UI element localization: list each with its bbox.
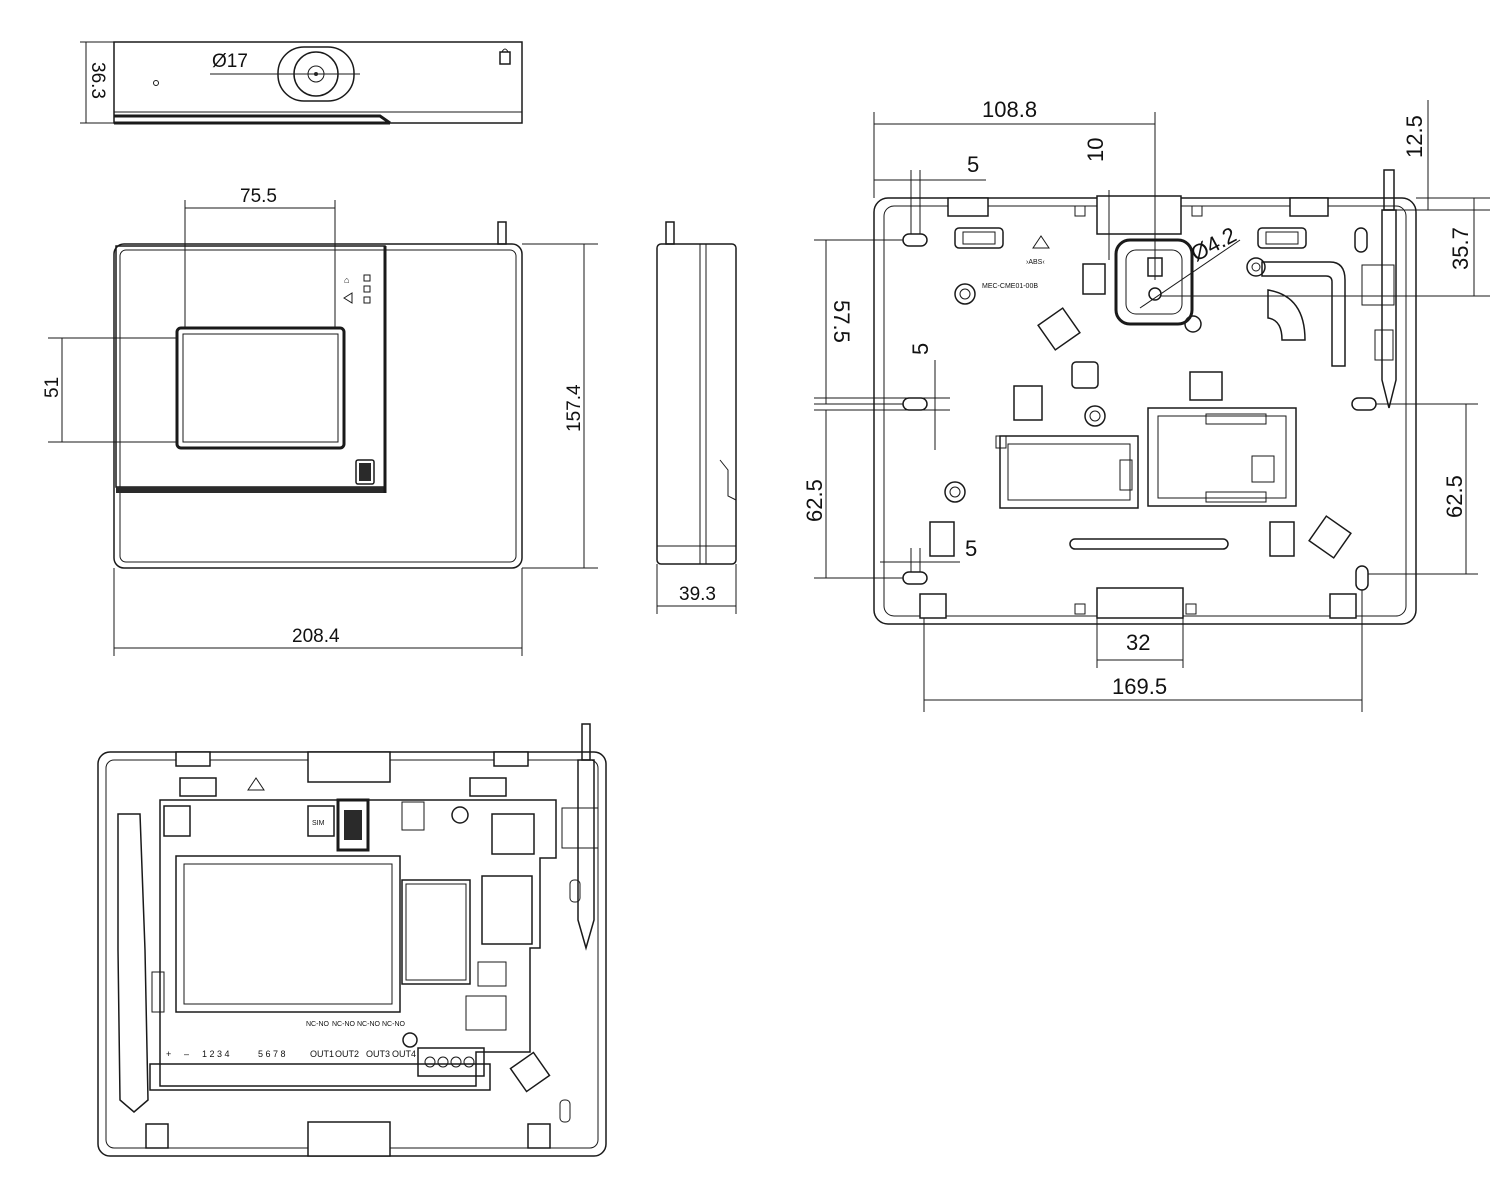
back-169-5-label: 169.5 xyxy=(1112,674,1167,699)
front-screen xyxy=(175,326,346,450)
back-10-label: 10 xyxy=(1083,138,1108,162)
interior-ncno-1: NC-NO xyxy=(306,1021,329,1028)
side-depth-label: 39.3 xyxy=(679,584,716,605)
top-view-outline xyxy=(113,41,523,124)
interior-ncno-4: NC-NO xyxy=(382,1021,405,1028)
interior-pcb xyxy=(159,799,557,1087)
interior-terminal-block xyxy=(149,1063,491,1091)
interior-view: SIM NC-NO NC-NO NC-NO NC-NO + – 1 2 3 4 … xyxy=(97,723,607,1157)
top-view: Ø17 36.3 xyxy=(80,41,523,125)
svg-text:⌂: ⌂ xyxy=(344,275,349,285)
back-62-5-left-label: 62.5 xyxy=(802,479,827,522)
interior-terminal-minus: – xyxy=(184,1049,189,1059)
interior-ncno-2: NC-NO xyxy=(332,1021,355,1028)
front-view: ⌂ 75.5 51 157.4 208.4 xyxy=(42,186,598,656)
back-5-top-label: 5 xyxy=(967,152,979,177)
interior-out1: OUT1 xyxy=(310,1049,334,1059)
back-35-7-label: 35.7 xyxy=(1448,227,1473,270)
back-view: ›ABS‹ MEC-CME01-00B xyxy=(802,97,1490,712)
back-5-mid-label: 5 xyxy=(908,343,933,355)
interior-out2: OUT2 xyxy=(335,1049,359,1059)
back-32-label: 32 xyxy=(1126,630,1150,655)
back-12-5-label: 12.5 xyxy=(1402,115,1427,158)
back-material-label: ›ABS‹ xyxy=(1026,259,1045,266)
top-view-height-label: 36.3 xyxy=(87,62,108,99)
front-height-label: 157.4 xyxy=(564,384,585,432)
interior-inputs-1-4: 1 2 3 4 xyxy=(202,1049,230,1059)
side-outline xyxy=(656,243,737,565)
interior-inputs-5-8: 5 6 7 8 xyxy=(258,1049,286,1059)
front-screen-width-label: 75.5 xyxy=(240,186,277,207)
back-57-5-label: 57.5 xyxy=(829,300,854,343)
top-view-diameter-label: Ø17 xyxy=(212,51,248,72)
front-outline xyxy=(113,243,523,569)
back-5-bottom-label: 5 xyxy=(965,536,977,561)
front-width-label: 208.4 xyxy=(292,626,340,647)
back-part-code: MEC-CME01-00B xyxy=(982,283,1038,290)
back-62-5-right-label: 62.5 xyxy=(1442,475,1467,518)
interior-out4: OUT4 xyxy=(392,1049,416,1059)
side-view: 39.3 xyxy=(656,221,737,614)
interior-sim-label: SIM xyxy=(312,820,325,827)
interior-terminal-plus: + xyxy=(166,1049,171,1059)
interior-out3: OUT3 xyxy=(366,1049,390,1059)
front-screen-height-label: 51 xyxy=(42,377,63,398)
back-center-mount xyxy=(1114,238,1194,326)
interior-ncno-3: NC-NO xyxy=(357,1021,380,1028)
back-width-108-label: 108.8 xyxy=(982,97,1037,122)
back-hole-diameter-label: Ø4.2 xyxy=(1187,222,1241,266)
